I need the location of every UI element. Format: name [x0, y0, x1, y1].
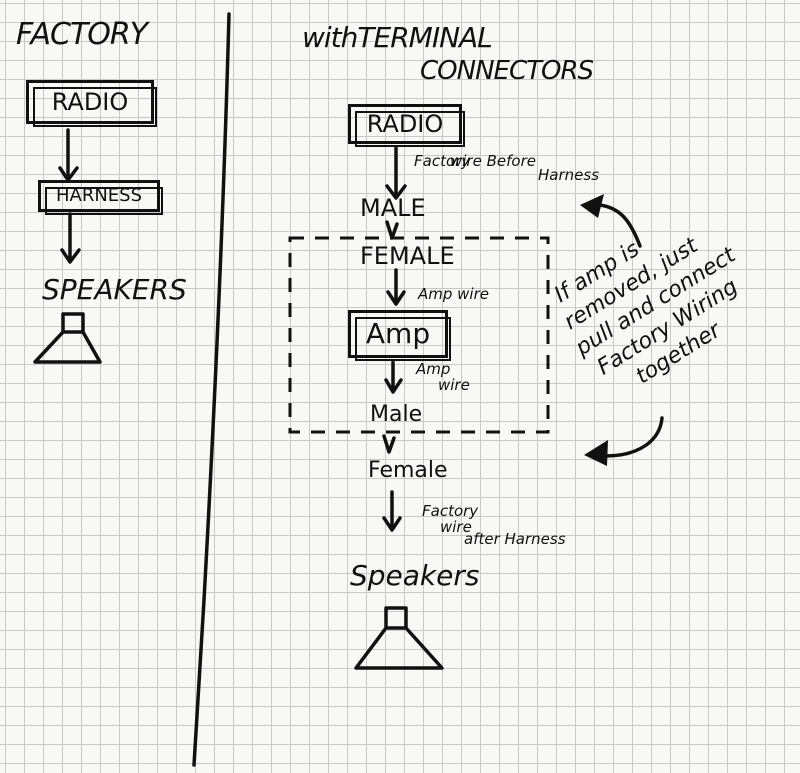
female-connector-lower: Female [368, 458, 448, 483]
arrow-amp-male [384, 360, 403, 394]
amp-module-dashed-box [288, 236, 550, 434]
factory-radio-label: RADIO [51, 88, 129, 116]
arrow-radio-male [385, 146, 407, 200]
wire-before-line3: Harness [538, 166, 600, 184]
male-connector-upper: MALE [360, 194, 426, 222]
terminal-speakers-label: Speakers [350, 559, 480, 592]
factory-harness-label: HARNESS [55, 185, 143, 206]
wire-after-line2: wire [440, 518, 472, 536]
male-connector-lower: Male [370, 402, 423, 427]
factory-speaker-icon [33, 312, 102, 364]
note-arrow-down [603, 416, 664, 458]
factory-harness-box-shadow [45, 187, 163, 215]
note-arrow-up [598, 203, 642, 248]
terminal-radio-box-shadow [355, 111, 465, 147]
terminal-radio-box: RADIO [348, 104, 465, 147]
factory-title: FACTORY [16, 17, 148, 52]
terminal-radio-label: RADIO [366, 110, 444, 138]
female-connector-upper: FEMALE [360, 242, 455, 270]
wire-before-line2: wire Before [450, 152, 536, 170]
factory-harness-box: HARNESS [38, 180, 163, 215]
amp-label: Amp [365, 317, 431, 350]
terminal-title-line2: CONNECTORS [420, 56, 594, 86]
amp-box-shadow [355, 317, 451, 361]
factory-speakers-label: SPEAKERS [42, 273, 187, 306]
speaker-icon [354, 606, 444, 670]
amp-box: Amp [348, 310, 451, 361]
divider-line [192, 12, 231, 767]
factory-radio-box: RADIO [26, 80, 157, 127]
factory-arrow-harness-speakers [60, 212, 81, 264]
arrow-male-female [385, 220, 399, 240]
amp-wire-label-1: Amp wire [418, 285, 489, 303]
terminal-title-line1: withTERMINAL [302, 21, 493, 54]
arrow-male-female-lower [382, 434, 396, 454]
amp-wire-label-2-line1: Amp [416, 360, 451, 378]
arrow-female-amp [386, 268, 406, 306]
wire-after-line1: Factory [422, 502, 479, 520]
amp-wire-label-2-line2: wire [438, 376, 470, 394]
arrow-female-speakers [382, 490, 402, 532]
wire-after-line3: after Harness [464, 530, 566, 548]
wire-before-line1: Factory [414, 152, 471, 170]
factory-radio-box-shadow [33, 87, 157, 127]
factory-arrow-radio-harness [58, 128, 79, 182]
